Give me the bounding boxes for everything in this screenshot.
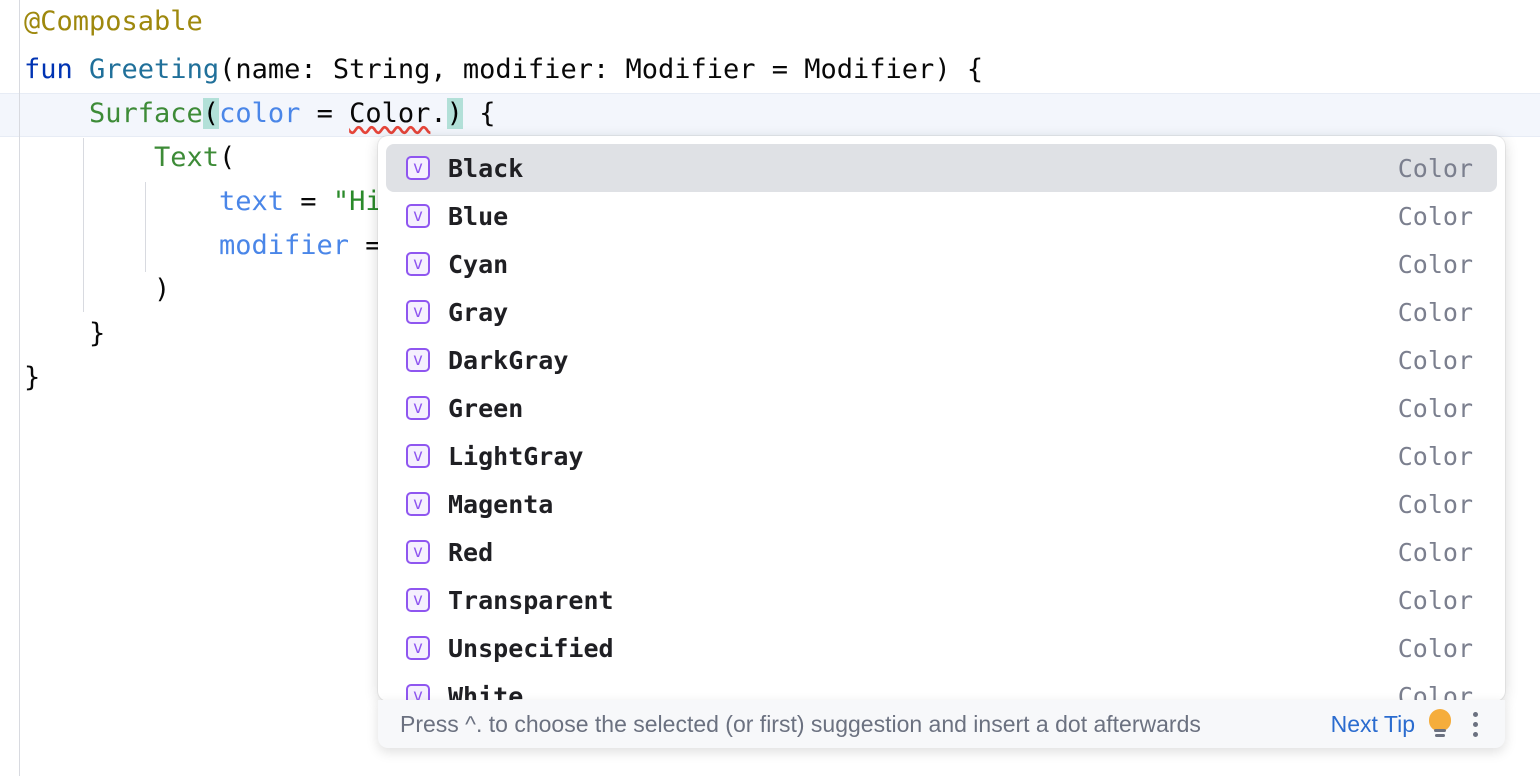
variable-icon: v: [406, 540, 430, 564]
lightbulb-icon[interactable]: [1427, 709, 1453, 739]
completion-item-type: Color: [1397, 249, 1473, 279]
completion-item[interactable]: v LightGray Color: [386, 432, 1497, 480]
completion-item-type: Color: [1397, 585, 1473, 615]
indent-guide: [83, 138, 84, 312]
code-token: Greeting: [89, 54, 220, 85]
variable-icon: v: [406, 348, 430, 372]
completion-item[interactable]: v Cyan Color: [386, 240, 1497, 288]
completion-item-label: Green: [448, 393, 524, 423]
code-token: =: [300, 98, 350, 129]
variable-icon: v: [406, 156, 430, 180]
completion-item-type: Color: [1397, 441, 1473, 471]
code-token: (name: String, modifier: Modifier = Modi…: [219, 54, 984, 85]
completion-item[interactable]: v Green Color: [386, 384, 1497, 432]
code-line: modifier =: [219, 224, 398, 268]
code-line: text = "Hi,: [219, 180, 398, 224]
completion-item-type: Color: [1397, 681, 1473, 702]
completion-item-type: Color: [1397, 297, 1473, 327]
completion-item-label: Black: [448, 153, 524, 183]
code-token: text: [219, 186, 285, 217]
completion-item[interactable]: v DarkGray Color: [386, 336, 1497, 384]
indent-guide: [145, 182, 146, 272]
completion-item-type: Color: [1397, 489, 1473, 519]
completion-hint-bar: Press ^. to choose the selected (or firs…: [378, 700, 1505, 748]
variable-icon: v: [406, 252, 430, 276]
variable-icon: v: [406, 396, 430, 420]
completion-item-label: DarkGray: [448, 345, 569, 375]
code-token: Text: [154, 142, 220, 173]
completion-item-label: Gray: [448, 297, 509, 327]
completion-item-type: Color: [1397, 537, 1473, 567]
gutter-separator: [19, 0, 20, 776]
completion-item-label: Unspecified: [448, 633, 614, 663]
completion-item-type: Color: [1397, 345, 1473, 375]
code-token: .: [430, 98, 447, 129]
completion-item-label: Cyan: [448, 249, 509, 279]
completion-item[interactable]: v Magenta Color: [386, 480, 1497, 528]
completion-item[interactable]: v White Color: [386, 672, 1497, 701]
code-token: @Composable: [24, 6, 203, 37]
code-token: fun: [24, 54, 90, 85]
completion-item-type: Color: [1397, 633, 1473, 663]
code-token: color: [219, 98, 301, 129]
code-line: Surface(color = Color.) {: [89, 92, 495, 136]
completion-item-label: White: [448, 681, 524, 702]
completion-item[interactable]: v Black Color: [386, 144, 1497, 192]
variable-icon: v: [406, 492, 430, 516]
code-token: Surface: [89, 98, 203, 129]
code-token: (: [202, 98, 220, 129]
code-token: =: [349, 230, 398, 261]
next-tip-link[interactable]: Next Tip: [1330, 710, 1415, 737]
variable-icon: v: [406, 636, 430, 660]
completion-item-label: LightGray: [448, 441, 584, 471]
completion-item[interactable]: v Transparent Color: [386, 576, 1497, 624]
variable-icon: v: [406, 300, 430, 324]
code-token: ): [154, 274, 171, 305]
code-line: @Composable: [24, 0, 203, 44]
code-token: ): [446, 98, 463, 129]
completion-item-type: Color: [1397, 153, 1473, 183]
code-token: modifier: [219, 230, 350, 261]
code-token: {: [462, 98, 496, 129]
completion-item-label: Red: [448, 537, 494, 567]
code-line: Text(: [154, 136, 235, 180]
completion-item[interactable]: v Unspecified Color: [386, 624, 1497, 672]
completion-item-type: Color: [1397, 201, 1473, 231]
completion-item[interactable]: v Gray Color: [386, 288, 1497, 336]
completion-item-label: Blue: [448, 201, 509, 231]
code-token: }: [89, 318, 106, 349]
code-token: =: [284, 186, 333, 217]
code-line: }: [89, 312, 105, 356]
variable-icon: v: [406, 444, 430, 468]
completion-item[interactable]: v Blue Color: [386, 192, 1497, 240]
variable-icon: v: [406, 204, 430, 228]
code-token: }: [24, 362, 41, 393]
code-line: ): [154, 268, 170, 312]
hint-message: Press ^. to choose the selected (or firs…: [400, 710, 1201, 737]
code-line: }: [24, 356, 40, 400]
kebab-menu-icon[interactable]: [1473, 711, 1479, 737]
variable-icon: v: [406, 588, 430, 612]
code-token: Color: [349, 98, 431, 129]
completion-item-label: Magenta: [448, 489, 554, 519]
completion-item-label: Transparent: [448, 585, 614, 615]
completion-item-type: Color: [1397, 393, 1473, 423]
variable-icon: v: [406, 684, 430, 701]
code-token: (: [219, 142, 236, 173]
current-line-highlight: [0, 93, 1540, 137]
code-line: fun Greeting(name: String, modifier: Mod…: [24, 48, 983, 92]
completion-item[interactable]: v Red Color: [386, 528, 1497, 576]
